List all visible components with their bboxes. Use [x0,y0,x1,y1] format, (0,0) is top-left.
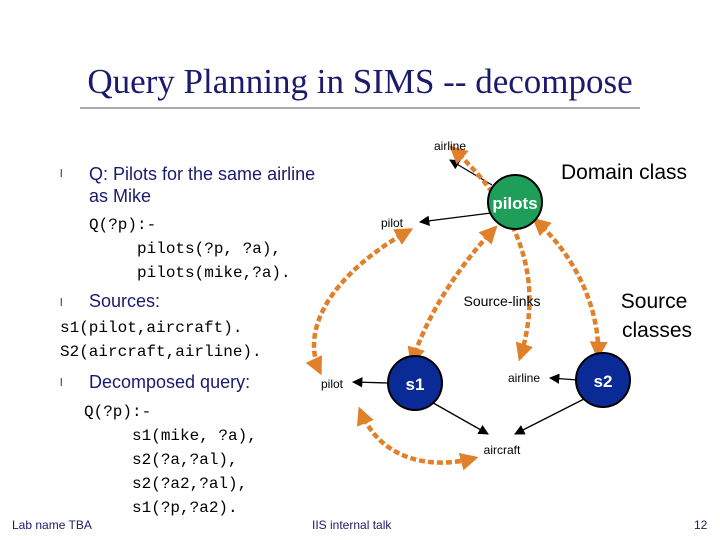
edge-s2-aircraft [514,397,587,435]
attr-pilot-top: pilot [381,216,404,230]
query-code: Q(?p):- pilots(?p, ?a), pilots(mike,?a). [89,216,291,282]
edge-s1-aircraft [427,399,489,435]
query-line-1: Q: Pilots for the same airline [89,164,316,184]
edge-pilots-pilot [418,212,492,226]
footer-center: IIS internal talk [312,518,392,532]
node-s2 [575,352,631,408]
edge-s1-pilot [351,377,389,388]
sources-code: s1(pilot,aircraft). S2(aircraft,airline)… [60,319,262,361]
bullet-marker: l [60,297,63,309]
node-s1-label: s1 [406,375,425,394]
node-s2-label: s2 [594,372,613,391]
edge-s2-airline [548,373,579,384]
attr-airline-top: airline [434,139,466,153]
bullet-marker: l [60,168,63,180]
bullet-marker: l [60,377,63,389]
page-number: 12 [694,518,708,532]
decomposed-label: Decomposed query: [89,372,251,392]
source-classes-line-2: classes [622,319,692,342]
decomposed-code: Q(?p):- s1(mike, ?a), s2(?a,?al), s2(?a2… [84,403,257,517]
source-classes-label: Source classes [621,290,693,342]
source-link-pilot-s1 [305,228,414,376]
domain-class-label: Domain class [561,161,687,184]
node-pilots-label: pilots [492,194,537,213]
attr-airline-s2: airline [508,371,540,385]
attr-aircraft: aircraft [484,443,521,457]
title-divider [80,107,640,109]
sources-label: Sources: [89,291,161,311]
source-link-pilots-s1 [407,225,498,366]
source-link-pilots-s2 [532,217,608,360]
source-classes-line-1: Source [621,290,688,313]
attr-pilot-s1: pilot [321,377,344,391]
node-pilots [487,174,543,230]
source-links-label: Source-links [463,293,540,309]
source-link-aircraft [357,406,479,471]
source-link-airline-s2 [449,145,533,362]
footer-left: Lab name TBA [12,518,92,532]
source-link-group [305,145,608,471]
node-s1 [387,355,443,411]
slide-title: Query Planning in SIMS -- decompose [87,62,633,101]
query-line-2: as Mike [89,186,152,206]
